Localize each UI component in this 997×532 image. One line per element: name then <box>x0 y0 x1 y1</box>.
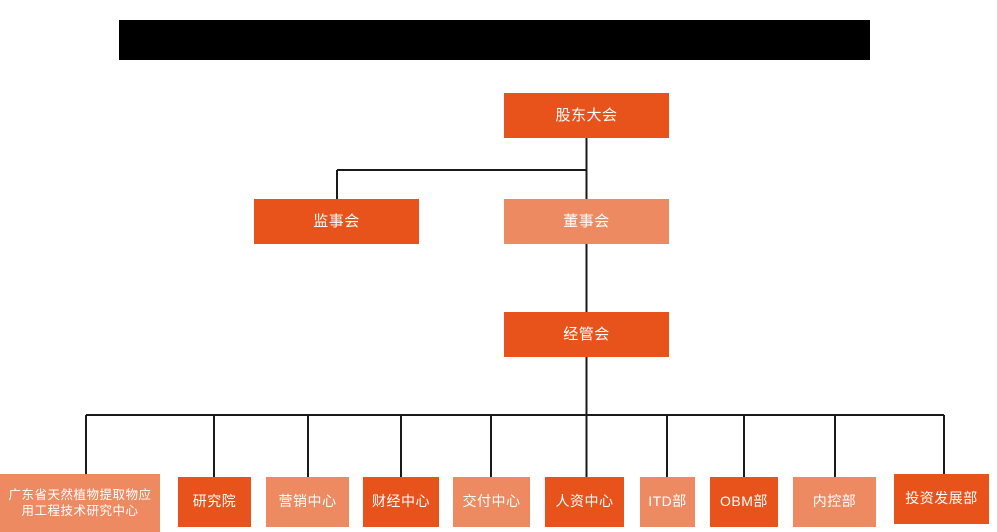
node-label: 内控部 <box>812 493 857 510</box>
node-label: 监事会 <box>313 212 360 230</box>
node-label: 广东省天然植物提取物应 用工程技术研究中心 <box>8 488 152 518</box>
node-label: 董事会 <box>563 212 610 230</box>
node-label: 投资发展部 <box>905 490 978 507</box>
node-board-of-directors[interactable]: 董事会 <box>504 199 669 244</box>
node-department-marketing-center[interactable]: 营销中心 <box>266 477 349 527</box>
node-label: OBM部 <box>720 493 768 510</box>
node-department-obm[interactable]: OBM部 <box>710 477 778 527</box>
node-department-internal-control[interactable]: 内控部 <box>793 477 876 527</box>
node-label: 经管会 <box>563 325 610 343</box>
node-label: 股东大会 <box>555 106 618 124</box>
node-label: 人资中心 <box>555 493 614 510</box>
node-department-institute[interactable]: 研究院 <box>178 477 251 527</box>
node-label: ITD部 <box>648 493 687 510</box>
node-label: 交付中心 <box>462 493 521 510</box>
node-shareholders-meeting[interactable]: 股东大会 <box>504 93 669 138</box>
node-department-research-center[interactable]: 广东省天然植物提取物应 用工程技术研究中心 <box>0 474 160 532</box>
node-department-finance-center[interactable]: 财经中心 <box>363 477 439 527</box>
node-department-hr-center[interactable]: 人资中心 <box>545 477 624 527</box>
redacted-title-bar <box>119 20 870 60</box>
node-label: 营销中心 <box>278 493 337 510</box>
node-label: 研究院 <box>192 493 237 510</box>
node-department-delivery-center[interactable]: 交付中心 <box>453 477 530 527</box>
node-management-committee[interactable]: 经管会 <box>504 312 669 357</box>
node-department-investment-development[interactable]: 投资发展部 <box>894 474 989 524</box>
node-department-itd[interactable]: ITD部 <box>640 477 695 527</box>
node-label: 财经中心 <box>372 493 430 510</box>
node-board-of-supervisors[interactable]: 监事会 <box>254 199 419 244</box>
